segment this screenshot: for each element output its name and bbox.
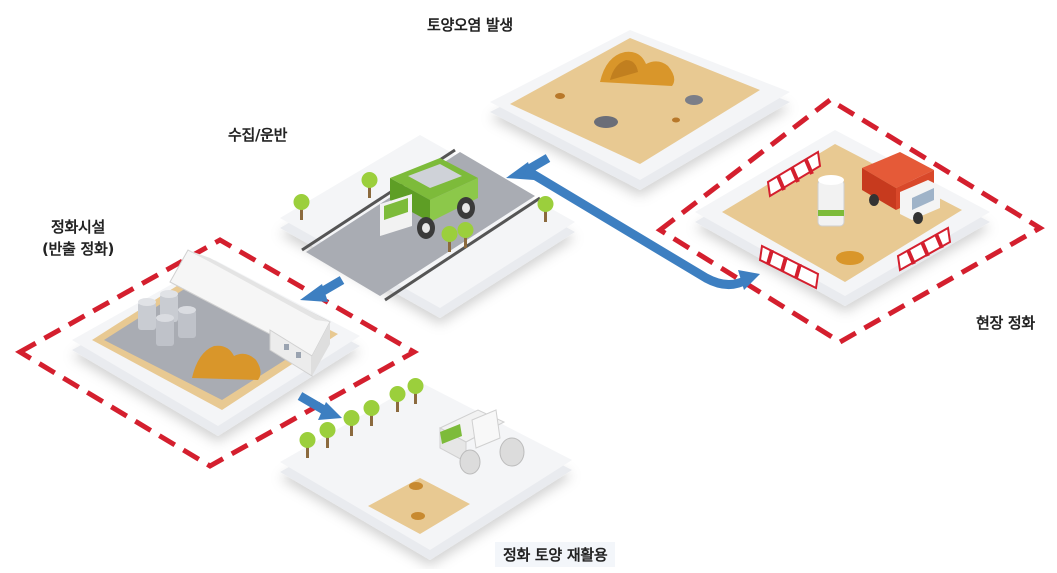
tree-icon (537, 196, 554, 222)
tree-icon (319, 422, 336, 448)
contaminated-soil-area (510, 38, 760, 164)
flow-arrow-to-onsite (523, 166, 760, 290)
tree-icon (389, 386, 406, 412)
flow-arrow-transport-to-facility (300, 276, 345, 302)
drum-barrels-icon (138, 290, 196, 346)
facility-floor (104, 276, 326, 400)
barrier-icon (766, 150, 822, 198)
tree-icon (293, 194, 310, 220)
tile-transport (280, 135, 575, 318)
label-reuse: 정화 토양 재활용 (495, 542, 616, 567)
tile-pollution (490, 30, 790, 190)
tile-reuse (280, 378, 572, 560)
tile-facility (15, 237, 420, 469)
contamination-spot (594, 116, 618, 128)
onsite-dashed-border (655, 96, 1045, 345)
tree-icon (361, 172, 378, 198)
recycled-soil-area (368, 478, 470, 534)
red-truck-icon (862, 152, 940, 224)
warehouse-icon (169, 249, 331, 377)
tractor-icon (438, 409, 525, 475)
tree-icon (441, 226, 458, 252)
label-pollution: 토양오염 발생 (427, 16, 513, 34)
flow-arrow-facility-to-reuse (297, 392, 342, 420)
soil-pile-icon (600, 51, 675, 86)
soil-pile-icon (192, 345, 261, 380)
tree-icon (457, 222, 474, 248)
label-transport: 수집/운반 (228, 126, 288, 144)
tree-icon (407, 378, 424, 404)
dump-truck-icon (380, 158, 478, 239)
barrier-icon (758, 244, 820, 290)
label-facility-line2: (반출 정화) (41, 240, 115, 258)
label-facility-line1: 정화시설 (50, 218, 105, 236)
contamination-spot (685, 95, 703, 105)
tree-icon (299, 432, 316, 458)
label-facility: 정화시설 (반출 정화) (28, 216, 128, 260)
tree-icon (363, 400, 380, 426)
storage-tank-icon (817, 175, 845, 227)
label-onsite: 현장 정화 (976, 314, 1035, 332)
soil-patch (836, 251, 864, 265)
tile-onsite (655, 96, 1045, 345)
barrier-icon (896, 226, 952, 272)
tree-icon (343, 410, 360, 436)
facility-dashed-border (15, 237, 420, 469)
